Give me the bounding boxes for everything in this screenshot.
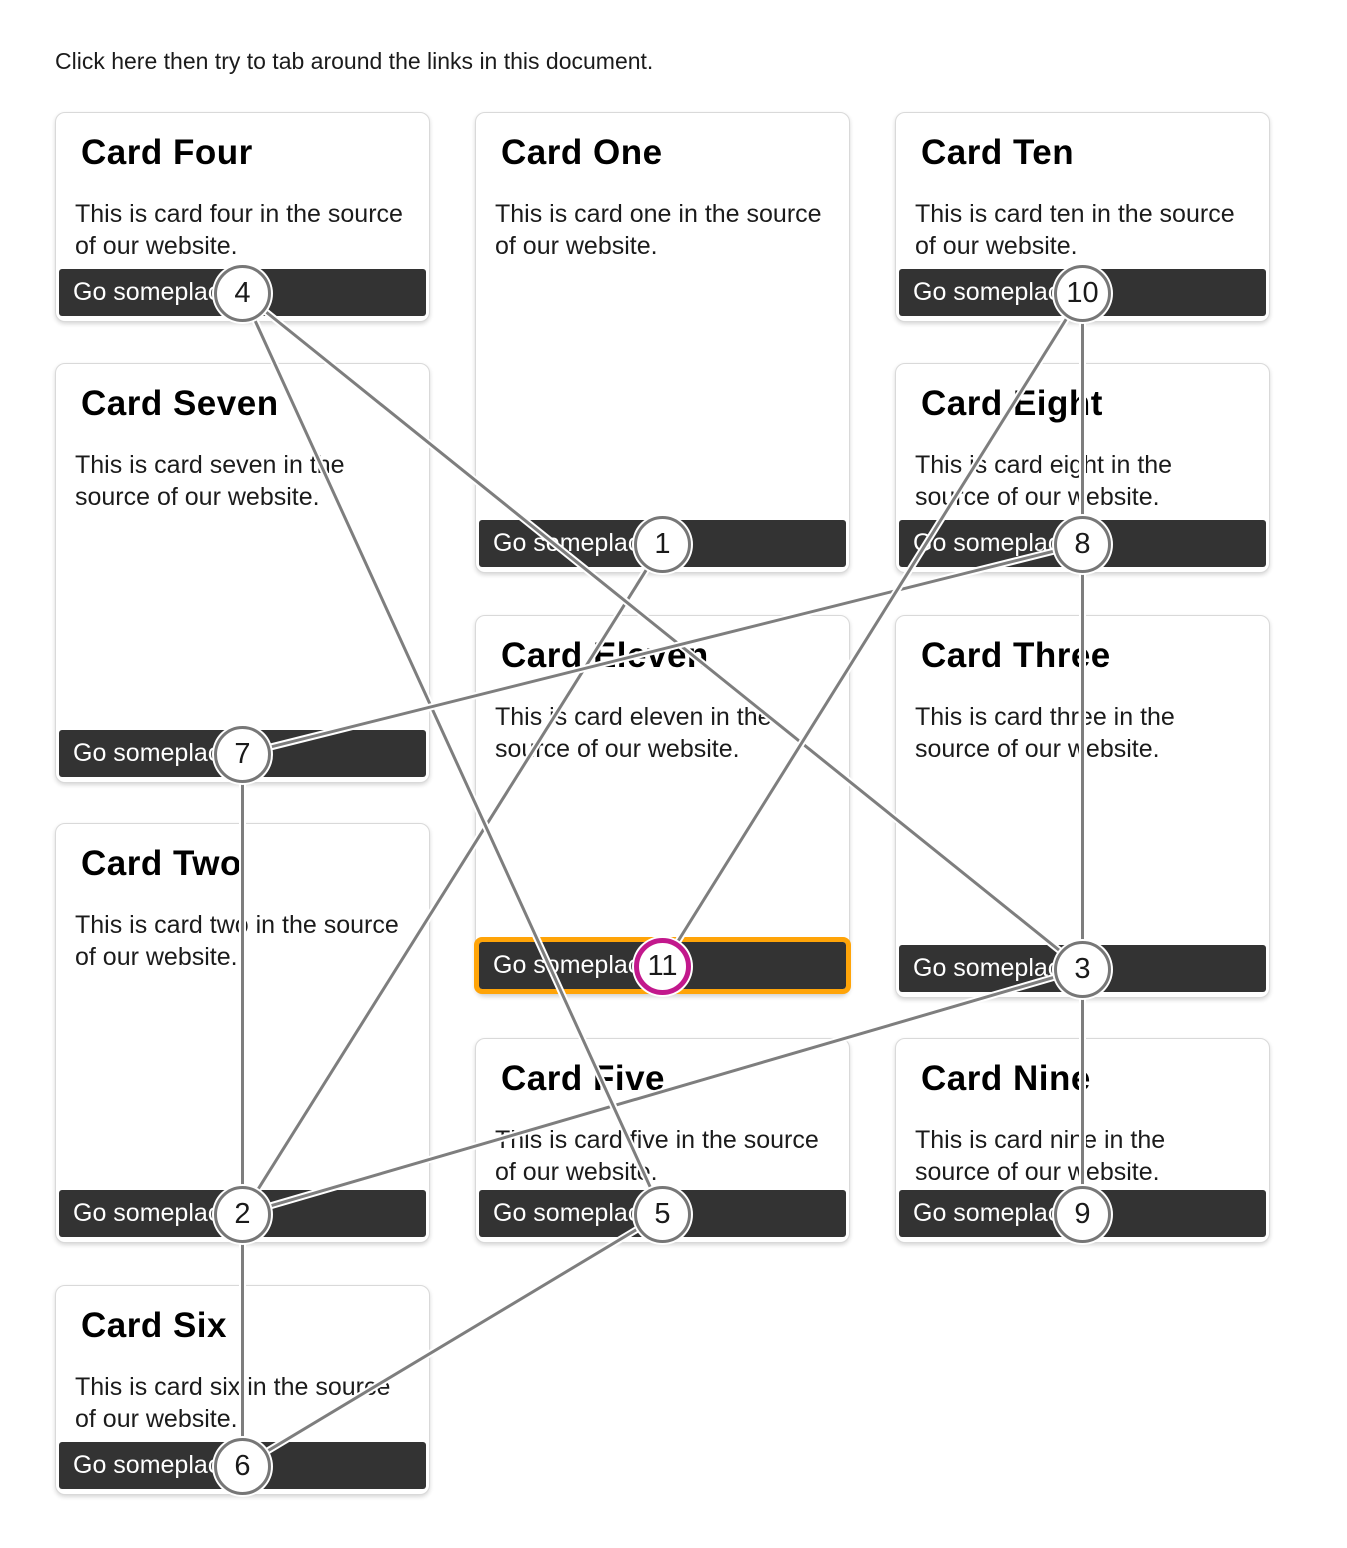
card-title: Card Seven bbox=[81, 384, 279, 423]
card-description: This is card one in the source of our we… bbox=[495, 200, 822, 261]
tab-order-badge-2: 2 bbox=[214, 1185, 271, 1243]
tab-order-badge-10: 10 bbox=[1054, 264, 1111, 322]
card-title: Card Four bbox=[81, 133, 253, 172]
card-description: This is card five in the source of our w… bbox=[495, 1126, 819, 1187]
card-title: Card Eleven bbox=[501, 636, 709, 675]
card-title: Card Eight bbox=[921, 384, 1103, 423]
card-description: This is card two in the source of our we… bbox=[75, 911, 399, 972]
card-title: Card Nine bbox=[921, 1059, 1091, 1098]
tab-order-badge-5: 5 bbox=[634, 1185, 691, 1243]
tab-order-badge-4: 4 bbox=[214, 264, 271, 322]
tab-order-badge-3: 3 bbox=[1054, 940, 1111, 998]
tab-order-badge-1: 1 bbox=[634, 515, 691, 573]
card-title: Card Ten bbox=[921, 133, 1075, 172]
card-title: Card Six bbox=[81, 1306, 227, 1345]
card-description: This is card eight in the source of our … bbox=[915, 451, 1173, 512]
card-card-one: Card One This is card one in the source … bbox=[475, 112, 850, 573]
tab-order-badge-8: 8 bbox=[1054, 515, 1111, 573]
card-description: This is card eleven in the source of our… bbox=[495, 703, 772, 764]
card-card-seven: Card Seven This is card seven in the sou… bbox=[55, 363, 430, 783]
card-title: Card One bbox=[501, 133, 663, 172]
tab-order-badge-9: 9 bbox=[1054, 1185, 1111, 1243]
instruction-text[interactable]: Click here then try to tab around the li… bbox=[55, 48, 654, 74]
tab-order-badge-7: 7 bbox=[214, 725, 271, 783]
card-title: Card Five bbox=[501, 1059, 665, 1098]
card-title: Card Three bbox=[921, 636, 1111, 675]
tab-order-badge-6: 6 bbox=[214, 1437, 271, 1495]
card-card-two: Card Two This is card two in the source … bbox=[55, 823, 430, 1243]
card-title: Card Two bbox=[81, 844, 242, 883]
card-description: This is card nine in the source of our w… bbox=[915, 1126, 1166, 1187]
card-description: This is card three in the source of our … bbox=[915, 703, 1175, 764]
card-description: This is card ten in the source of our we… bbox=[915, 200, 1235, 261]
card-description: This is card seven in the source of our … bbox=[75, 451, 345, 512]
card-description: This is card six in the source of our we… bbox=[75, 1373, 391, 1434]
card-description: This is card four in the source of our w… bbox=[75, 200, 403, 261]
tab-order-badge-11: 11 bbox=[634, 937, 691, 995]
